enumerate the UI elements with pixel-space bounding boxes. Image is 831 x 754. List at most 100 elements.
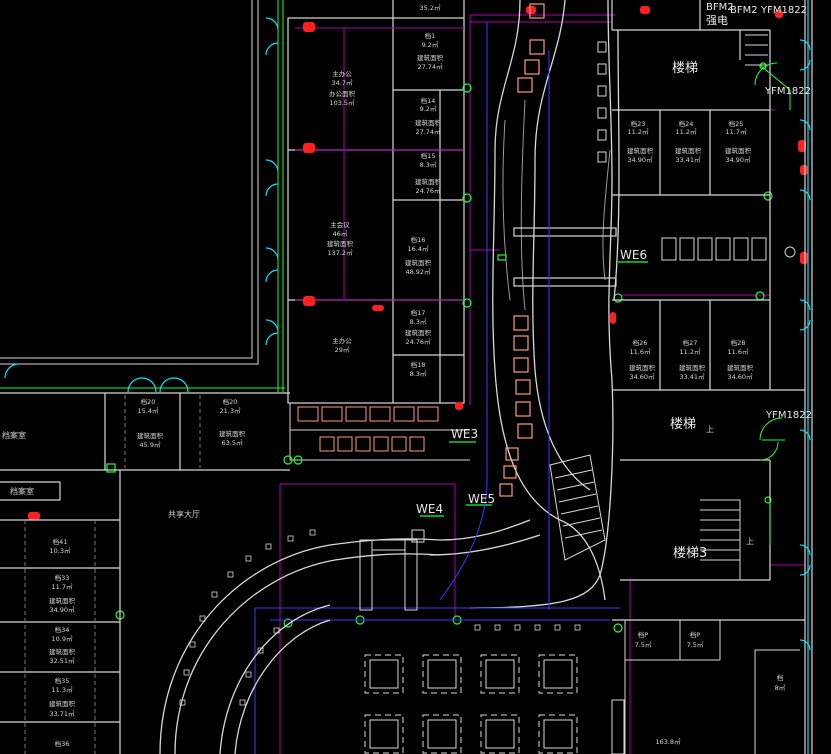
room-main-small-area: 29㎡ xyxy=(335,345,350,354)
label-up-2: 上 xyxy=(706,425,714,434)
arc-dots xyxy=(179,529,581,706)
room-dang35-note: 建筑面积 xyxy=(49,699,76,708)
tag-we6: WE6 xyxy=(620,248,647,262)
tag-we3: WE3 xyxy=(451,427,478,441)
tag-yfm1822-low: YFM1822 xyxy=(765,410,812,421)
left-lower-walls xyxy=(0,392,290,754)
right-edge-windows xyxy=(799,0,811,754)
arc-gallery xyxy=(159,538,441,754)
dining-tables xyxy=(364,654,578,754)
room-top-small-area: 35.2㎡ xyxy=(420,3,441,12)
room-dang25-note: 建筑面积 xyxy=(725,146,752,155)
room-dang33-note: 建筑面积 xyxy=(49,596,76,605)
left-lower-dash xyxy=(24,395,201,754)
label-stair-top: 楼梯 xyxy=(672,61,698,76)
room-dang23-note-area: 34.90㎡ xyxy=(627,155,653,164)
big-hall-outline xyxy=(0,0,259,365)
room-dang14-name: 档14 xyxy=(421,96,436,105)
room-jbm1-name: 建筑面积 xyxy=(417,53,444,62)
room-dang23-note: 建筑面积 xyxy=(627,146,654,155)
room-dang27-name: 档27 xyxy=(683,338,698,347)
room-jbm2-name: 建筑面积 xyxy=(415,118,442,127)
room-dang20-note: 建筑面积 xyxy=(137,431,164,440)
room-dang28-name: 档28 xyxy=(731,338,746,347)
room-main-office-name: 主办公 xyxy=(332,69,352,78)
room-far-right-name: 档 xyxy=(777,673,784,682)
room-small-b-name: 档P xyxy=(690,630,701,639)
room-dang21-area: 21.3㎡ xyxy=(220,406,241,415)
room-dang34-area: 10.9㎡ xyxy=(52,634,73,643)
room-small-b-area: 7.5㎡ xyxy=(687,640,704,649)
room-small-a-area: 7.5㎡ xyxy=(635,640,652,649)
room-dang18-area: 8.3㎡ xyxy=(410,369,427,378)
room-small-a-name: 档P xyxy=(638,630,649,639)
room-main-office-note: 办公面积 xyxy=(329,89,356,98)
room-far-right-area: 8㎡ xyxy=(775,683,786,692)
room-dang21-name: 档20 xyxy=(223,397,238,406)
room-main-meeting-note: 建筑面积 xyxy=(327,239,354,248)
room-bottom-right-area: 163.8㎡ xyxy=(655,737,681,746)
room-dang26-note-area: 34.60㎡ xyxy=(629,372,655,381)
room-dang28-note: 建筑面积 xyxy=(727,363,754,372)
room-dang33-note-area: 34.90㎡ xyxy=(49,605,75,614)
room-dang24-note-area: 33.41㎡ xyxy=(675,155,701,164)
room-jbm3-name: 建筑面积 xyxy=(415,177,442,186)
room-dang34-note: 建筑面积 xyxy=(49,647,76,656)
room-jbm2-area: 27.74㎡ xyxy=(415,127,441,136)
room-dang23-name: 档23 xyxy=(631,119,646,128)
corridor-bridges xyxy=(513,227,617,287)
room-dang34-name: 档34 xyxy=(55,625,70,634)
room-labels: 35.2㎡ 档1 9.2㎡ 建筑面积 27.74㎡ 主办公 34.7㎡ 办公面积… xyxy=(49,3,786,748)
room-dang17-name: 档17 xyxy=(411,308,426,317)
room-jbm5-area: 24.76㎡ xyxy=(405,337,431,346)
room-dang20-area: 15.4㎡ xyxy=(138,406,159,415)
room-dang25-name: 档25 xyxy=(729,119,744,128)
red-fixtures xyxy=(28,6,808,520)
tag-we4: WE4 xyxy=(416,502,443,516)
hall-doors xyxy=(4,17,279,393)
room-dang21-note-area: 63.5㎡ xyxy=(222,438,243,447)
upper-block-bottom-wall xyxy=(289,403,470,461)
room-dang34-note-area: 32.51㎡ xyxy=(49,656,75,665)
room-dang25-note-area: 34.90㎡ xyxy=(725,155,751,164)
room-dang24-note: 建筑面积 xyxy=(675,146,702,155)
room-dang27-area: 11.2㎡ xyxy=(680,347,701,356)
room-dang16-name: 档16 xyxy=(411,235,426,244)
room-dang36-name: 档36 xyxy=(55,739,70,748)
upper-furniture-strip xyxy=(297,406,439,452)
bottom-right-rooms xyxy=(611,620,800,754)
label-left-room-b: 档案室 xyxy=(10,486,34,496)
room-jbm3-area: 24.76㎡ xyxy=(415,186,441,195)
room-main-office-area: 34.7㎡ xyxy=(332,78,353,87)
room-dang20-note-area: 45.9㎡ xyxy=(140,440,161,449)
corridor-seating xyxy=(499,3,545,497)
label-stair-mid: 楼梯 xyxy=(670,417,696,432)
room-dang24-name: 档24 xyxy=(679,119,694,128)
room-dang1-area: 9.2㎡ xyxy=(422,40,439,49)
blue-lines xyxy=(254,22,620,754)
stair-3 xyxy=(700,499,741,580)
room-main-small-name: 主办公 xyxy=(332,336,352,345)
room-main-meeting-name: 主会议 xyxy=(330,220,350,229)
room-dang33-name: 档33 xyxy=(55,573,70,582)
tag-we5: WE5 xyxy=(468,492,495,506)
label-left-room: 档案室 xyxy=(2,430,26,440)
room-jbm4-name: 建筑面积 xyxy=(405,258,432,267)
room-dang24-area: 11.2㎡ xyxy=(676,127,697,136)
room-dang17-area: 8.3㎡ xyxy=(410,317,427,326)
room-dang25-area: 11.7㎡ xyxy=(726,127,747,136)
window-ticks xyxy=(597,41,607,163)
tag-yfm1822-top: YFM1822 xyxy=(760,5,807,16)
room-dang35-note-area: 33.71㎡ xyxy=(49,709,75,718)
tag-yfm1822-mid: YFM1822 xyxy=(764,86,811,97)
corridor-inner-band xyxy=(502,99,611,311)
room-dang21-note: 建筑面积 xyxy=(219,429,246,438)
room-main-office-note-area: 103.5㎡ xyxy=(329,98,355,107)
purple-partitions xyxy=(279,14,805,754)
escalator xyxy=(549,454,606,561)
tag-bfm2-b: BFM2 xyxy=(730,5,758,16)
room-dang15-name: 档15 xyxy=(421,151,436,160)
room-dang41-area: 10.3㎡ xyxy=(50,546,71,555)
label-electric: 强电 xyxy=(706,14,728,27)
